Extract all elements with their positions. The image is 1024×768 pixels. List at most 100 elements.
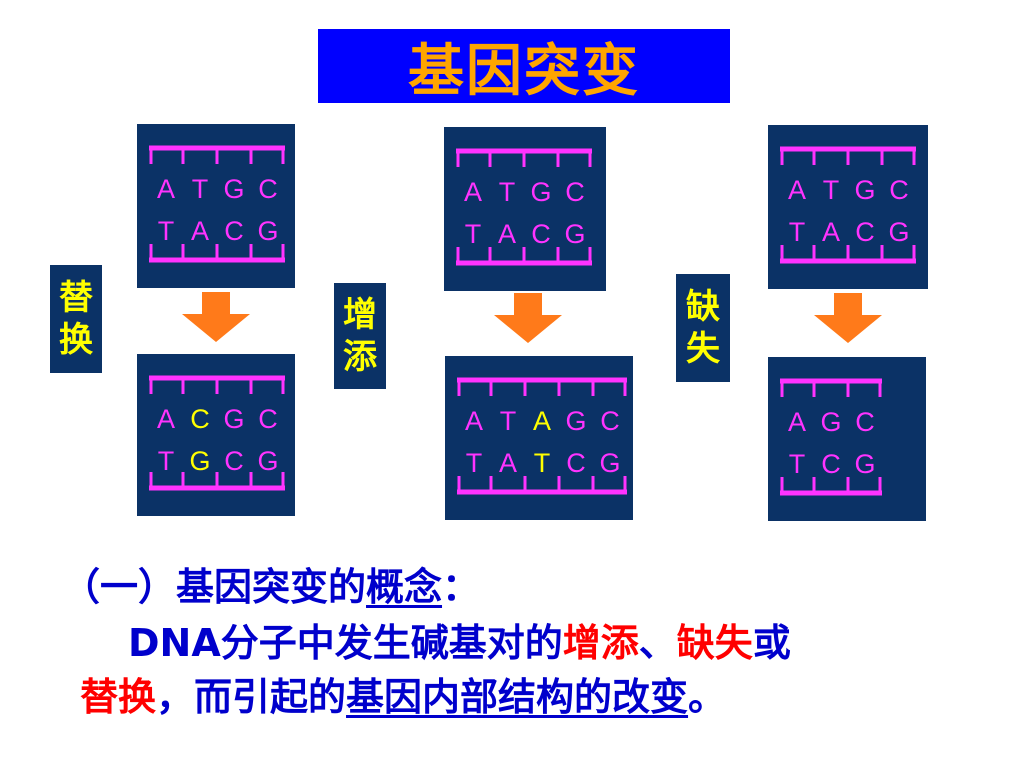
base-A: A xyxy=(821,217,840,247)
base-G: G xyxy=(820,407,842,437)
base-C: C xyxy=(190,404,210,434)
base-A: A xyxy=(532,406,551,436)
base-T: T xyxy=(533,448,551,478)
base-T: T xyxy=(499,406,517,436)
label-char: 添 xyxy=(343,337,377,377)
page-title: 基因突变 xyxy=(408,38,640,104)
base-C: C xyxy=(531,219,551,249)
concept-heading-key: 概念 xyxy=(366,565,443,609)
label-char: 失 xyxy=(686,329,720,369)
base-C: C xyxy=(566,448,586,478)
concept-underlined-phrase: 基因内部结构的改变 xyxy=(346,675,689,719)
concept-term-insertion: 增添 xyxy=(562,621,639,665)
base-G: G xyxy=(257,446,279,476)
dna-backbone xyxy=(456,148,592,266)
down-arrow-icon xyxy=(494,293,562,343)
base-G: G xyxy=(888,217,910,247)
concept-heading-prefix: （一）基因突变的 xyxy=(62,565,367,609)
label-char: 缺 xyxy=(686,286,720,327)
base-C: C xyxy=(224,216,244,246)
dna-backbone xyxy=(780,146,916,264)
concept-text-or: 或 xyxy=(752,621,791,665)
dna-backbone xyxy=(149,375,285,491)
base-A: A xyxy=(787,175,806,205)
dna-backbone xyxy=(149,145,285,263)
base-C: C xyxy=(855,407,875,437)
base-A: A xyxy=(464,406,483,436)
concept-line-1: DNA分子中发生碱基对的增添、缺失或 xyxy=(128,612,791,667)
concept-separator: 、 xyxy=(638,621,677,665)
concept-heading-colon: ： xyxy=(442,565,481,609)
down-arrow-icon xyxy=(182,292,250,342)
concept-term-substitution: 替换 xyxy=(80,675,157,719)
base-G: G xyxy=(530,177,552,207)
base-G: G xyxy=(854,175,876,205)
base-C: C xyxy=(821,449,841,479)
base-G: G xyxy=(564,219,586,249)
concept-period: 。 xyxy=(688,675,727,719)
dna-backbone xyxy=(780,378,882,496)
base-C: C xyxy=(224,446,244,476)
base-A: A xyxy=(463,177,482,207)
base-T: T xyxy=(464,219,482,249)
base-C: C xyxy=(258,174,278,204)
dna-backbone xyxy=(457,377,627,495)
base-T: T xyxy=(191,174,209,204)
label-char: 换 xyxy=(59,320,93,360)
base-T: T xyxy=(465,448,483,478)
label-substitution: 替 换 xyxy=(50,265,102,373)
base-G: G xyxy=(223,404,245,434)
base-G: G xyxy=(189,446,211,476)
base-G: G xyxy=(223,174,245,204)
base-G: G xyxy=(257,216,279,246)
down-arrow-icon xyxy=(814,293,882,343)
base-T: T xyxy=(498,177,516,207)
concept-text: ，而引起的 xyxy=(156,675,347,719)
label-insertion: 增 添 xyxy=(334,283,386,389)
base-T: T xyxy=(822,175,840,205)
base-A: A xyxy=(498,448,517,478)
concept-term-deletion: 缺失 xyxy=(676,621,753,665)
base-T: T xyxy=(788,449,806,479)
base-G: G xyxy=(565,406,587,436)
base-C: C xyxy=(258,404,278,434)
base-A: A xyxy=(497,219,516,249)
label-char: 增 xyxy=(343,294,377,335)
base-C: C xyxy=(565,177,585,207)
base-G: G xyxy=(854,449,876,479)
label-char: 替 xyxy=(59,277,93,318)
base-C: C xyxy=(600,406,620,436)
concept-heading: （一）基因突变的概念： xyxy=(62,556,480,611)
label-deletion: 缺 失 xyxy=(676,274,730,382)
base-T: T xyxy=(157,216,175,246)
concept-line-2: 替换，而引起的基因内部结构的改变。 xyxy=(80,666,726,721)
base-A: A xyxy=(190,216,209,246)
concept-text: DNA分子中发生碱基对的 xyxy=(128,621,563,665)
base-G: G xyxy=(599,448,621,478)
base-A: A xyxy=(156,404,175,434)
title-banner: 基因突变 xyxy=(318,29,730,104)
base-A: A xyxy=(787,407,806,437)
base-C: C xyxy=(855,217,875,247)
base-A: A xyxy=(156,174,175,204)
base-C: C xyxy=(889,175,909,205)
base-T: T xyxy=(788,217,806,247)
